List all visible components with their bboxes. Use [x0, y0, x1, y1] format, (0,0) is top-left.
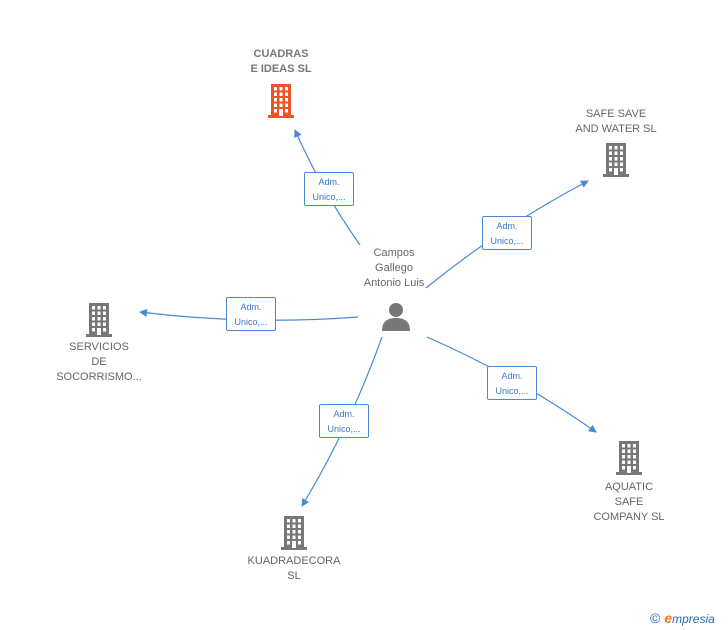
company-name-kuadradecora[interactable]: KUADRADECORA SL: [248, 554, 341, 584]
role-label-line: Adm.: [501, 371, 523, 381]
company-name-line: SL: [287, 570, 301, 582]
company-name-line: KUADRADECORA: [247, 555, 341, 567]
role-label-line: Unico,...: [490, 236, 524, 246]
role-label-line: Adm.: [318, 177, 340, 187]
copyright-symbol: ©: [650, 610, 661, 626]
role-label-line: Unico,...: [495, 386, 529, 396]
role-label-line: Adm.: [240, 302, 262, 312]
person-name-line: Gallego: [375, 262, 413, 274]
building-icon[interactable]: [86, 303, 112, 342]
role-label-line: Unico,...: [234, 317, 268, 327]
company-name-safesave[interactable]: SAFE SAVE AND WATER SL: [575, 107, 656, 137]
role-label-line: Adm.: [496, 221, 518, 231]
role-label-line: Unico,...: [327, 424, 361, 434]
role-label-line: Adm.: [333, 409, 355, 419]
footer-brand: © empresia: [650, 610, 715, 626]
person-name-line: Antonio Luis: [363, 277, 425, 289]
company-name-line: CUADRAS: [253, 48, 309, 60]
building-icon[interactable]: [616, 441, 642, 480]
role-label-box[interactable]: Adm. Unico,...: [487, 366, 537, 400]
company-name-line: DE: [91, 356, 107, 368]
brand-logo-text: mpresia: [672, 612, 715, 626]
company-name-line: AND WATER SL: [575, 123, 657, 135]
brand-logo-initial: e: [664, 610, 673, 626]
person-icon[interactable]: [381, 301, 411, 331]
company-name-line: SAFE: [614, 496, 644, 508]
role-label-box[interactable]: Adm. Unico,...: [482, 216, 532, 250]
company-name-line: SOCORRISMO...: [56, 371, 142, 383]
company-name-servicios[interactable]: SERVICIOS DE SOCORRISMO...: [56, 340, 142, 385]
building-icon[interactable]: [281, 516, 307, 555]
company-name-cuadras[interactable]: CUADRAS E IDEAS SL: [250, 47, 311, 77]
company-name-aquatic[interactable]: AQUATIC SAFE COMPANY SL: [593, 480, 664, 525]
role-label-box[interactable]: Adm. Unico,...: [319, 404, 369, 438]
company-name-line: COMPANY SL: [593, 511, 665, 523]
company-name-line: AQUATIC: [604, 481, 654, 493]
role-label-box[interactable]: Adm. Unico,...: [226, 297, 276, 331]
company-name-line: E IDEAS SL: [250, 63, 312, 75]
company-name-line: SERVICIOS: [69, 341, 129, 353]
role-label-box[interactable]: Adm. Unico,...: [304, 172, 354, 206]
person-name[interactable]: Campos Gallego Antonio Luis: [364, 246, 425, 291]
person-name-line: Campos: [373, 247, 415, 259]
building-icon[interactable]: [603, 143, 629, 182]
company-name-line: SAFE SAVE: [585, 108, 647, 120]
role-label-line: Unico,...: [312, 192, 346, 202]
building-icon[interactable]: [268, 84, 294, 123]
